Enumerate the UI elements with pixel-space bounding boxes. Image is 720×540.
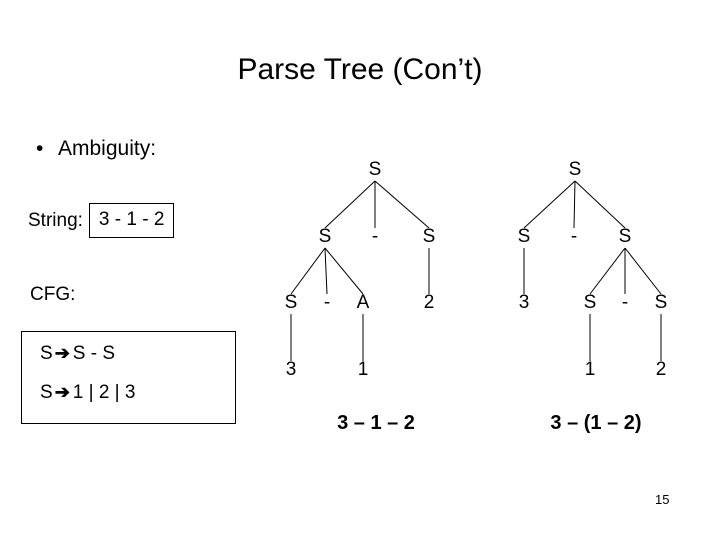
page-title: Parse Tree (Con’t) [237,53,483,86]
parse-tree-node: S [584,292,597,313]
arrow-right-icon: ➔ [54,382,70,402]
parse-tree-edge [324,247,328,295]
parse-tree-edge [573,180,576,229]
parse-tree-caption-left: 3 – 1 – 2 [337,412,415,434]
parse-tree-node: S [423,226,436,247]
string-row: String: 3 - 1 - 2 [28,203,175,238]
parse-tree-edge [589,247,626,295]
parse-tree-edge [324,180,376,229]
parse-tree-node: 3 [519,292,530,313]
parse-tree-edge [374,180,430,229]
page-number: 15 [655,492,670,507]
parse-tree-node: S [319,226,332,247]
cfg-rule-rhs: S - S [72,343,116,364]
parse-tree-node: 1 [585,359,596,380]
parse-tree-node: 1 [358,359,369,380]
parse-tree-node: S [369,159,382,180]
parse-tree-node: S [569,159,582,180]
cfg-rule-lhs: S [40,382,53,403]
parse-tree-node: 2 [656,359,667,380]
parse-tree-edge [624,247,662,295]
parse-tree-node: 2 [424,292,435,313]
parse-tree-node: S [518,226,531,247]
cfg-rule: S➔S - S [40,342,235,365]
bullet-ambiguity: • Ambiguity: [36,136,156,162]
cfg-rule-rhs: 1 | 2 | 3 [72,382,136,403]
parse-tree-node: - [372,226,378,247]
parse-tree-node: - [571,226,577,247]
parse-tree-node: S [655,292,668,313]
arrow-right-icon: ➔ [54,343,70,363]
parse-tree-node: - [622,292,628,313]
parse-tree-edge [324,247,364,295]
parse-tree-edge [574,180,626,229]
parse-tree-node: 3 [286,359,297,380]
parse-tree-caption-right: 3 – (1 – 2) [550,412,642,434]
parse-tree-node: - [324,292,330,313]
cfg-rule-lhs: S [40,343,53,364]
parse-tree-node: A [357,292,370,313]
parse-tree-edge [523,180,576,229]
parse-tree-node: S [285,292,298,313]
string-value-box: 3 - 1 - 2 [88,203,175,238]
parse-tree-edge [290,247,326,295]
cfg-label: CFG: [30,284,76,305]
bullet-ambiguity-label: Ambiguity: [58,137,157,160]
cfg-rule: S➔1 | 2 | 3 [40,381,235,404]
cfg-rules-box: S➔S - S S➔1 | 2 | 3 [21,331,236,424]
parse-tree-node: S [619,226,632,247]
string-label: String: [28,209,83,231]
bullet-marker-icon: • [36,137,44,160]
